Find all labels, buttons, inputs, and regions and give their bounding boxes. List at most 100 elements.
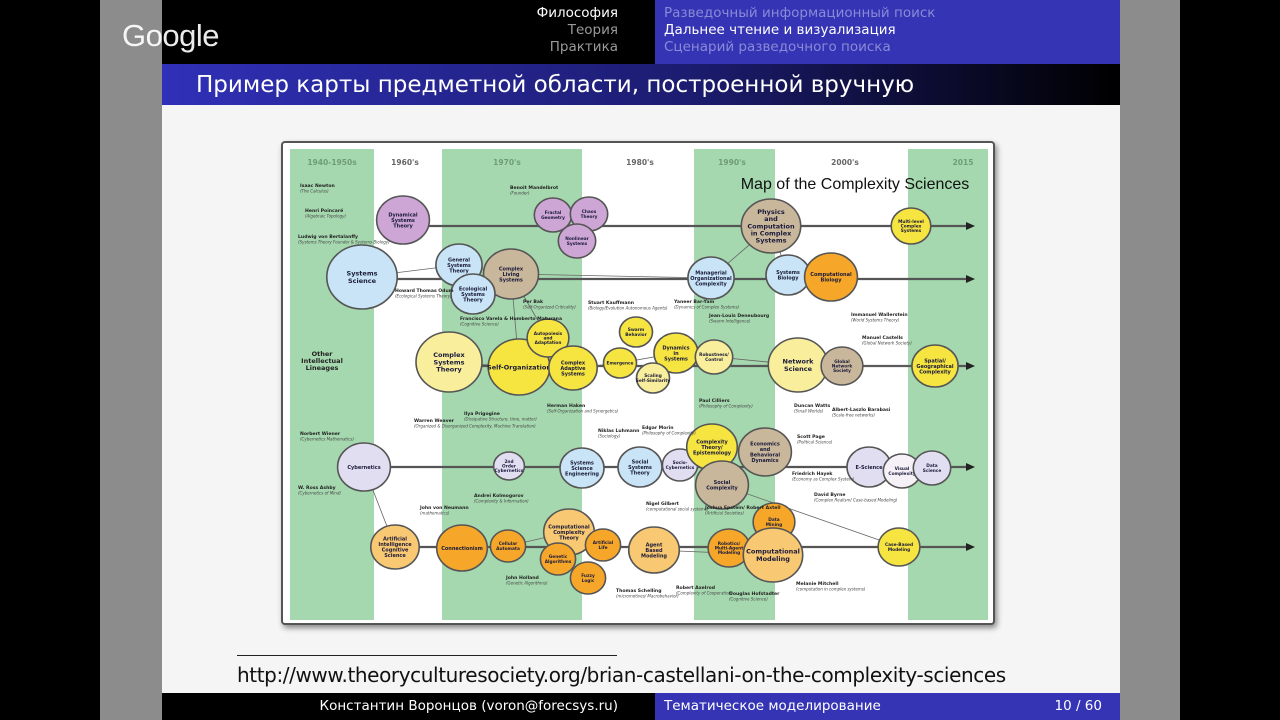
- person-note: (Founder): [510, 191, 530, 196]
- topic-node: [737, 427, 793, 477]
- google-logo: Google: [122, 18, 219, 53]
- person-note: (Cybernetics Mathematics): [300, 437, 354, 442]
- person-name: Andrei Kolmogorov: [474, 493, 524, 499]
- topic-node: [489, 529, 527, 563]
- topic-node: [584, 528, 622, 562]
- person-note: (Cybernetics of Mind): [298, 491, 341, 496]
- topic-node: [569, 561, 607, 595]
- person-note: (Philosophy of Complexity): [699, 404, 753, 409]
- nav-section-practice[interactable]: Практика: [549, 39, 618, 55]
- person-name: Friedrich Hayek: [792, 471, 833, 477]
- subsection-nav: Разведочный информационный поиск Дальнее…: [655, 0, 1120, 64]
- arrowhead-icon: [966, 222, 975, 230]
- topic-node: [687, 256, 735, 300]
- arrowhead-icon: [966, 362, 975, 370]
- person-note: (micromotives/ Macrobehavior): [616, 594, 679, 599]
- person-note: (The Calculus): [300, 189, 329, 194]
- era-label: 1990's: [718, 158, 746, 167]
- person-name: Jean-Louis Deneubourg: [708, 313, 769, 319]
- source-url[interactable]: http://www.theoryculturesociety.org/bria…: [237, 663, 1006, 687]
- nav-subsection-distant-reading[interactable]: Дальнее чтение и визуализация: [664, 22, 896, 38]
- person-name: Nigel Gilbert: [646, 501, 680, 507]
- person-note: (computational social systems): [646, 507, 709, 512]
- era-label: 1940-1950s: [307, 158, 357, 167]
- video-side-panel-left: [100, 0, 162, 720]
- era-label: 2015: [953, 158, 974, 167]
- nav-section-philosophy[interactable]: Философия: [536, 5, 618, 21]
- person-name: Herman Haken: [547, 403, 585, 409]
- topic-node: [539, 542, 577, 576]
- person-note: (Ecological Systems Theory): [395, 294, 452, 299]
- topic-node: [492, 451, 526, 481]
- topic-node: [627, 526, 681, 574]
- topic-node: [912, 450, 952, 486]
- person-name: Robert Axelrod: [676, 585, 715, 591]
- era-label: 1980's: [626, 158, 654, 167]
- person-note: (Genetic Algorithms): [506, 581, 548, 586]
- person-note: (Swarm Intelligence): [709, 319, 751, 324]
- footnote-rule: [237, 655, 617, 656]
- nav-section-theory[interactable]: Теория: [567, 22, 618, 38]
- topic-node-label: Connectionism: [441, 546, 483, 552]
- topic-node: [557, 223, 597, 259]
- topic-node: [803, 252, 859, 302]
- person-note: (Organized & Disorganized Complexity, Ma…: [414, 424, 536, 429]
- person-note: (mathematics): [420, 511, 450, 516]
- topic-node-label: Self-Organization: [487, 363, 551, 371]
- person-name: Joshua Epstein/ Robert Axtell: [704, 505, 781, 511]
- slide: Философия Теория Практика Разведочный ин…: [162, 0, 1120, 720]
- person-name: Niklas Luhmann: [598, 428, 639, 434]
- footer-course-bar: Тематическое моделирование 10 / 60: [655, 693, 1120, 720]
- topic-node: [742, 527, 804, 583]
- person-name: Ilya Prigogine: [464, 411, 500, 417]
- person-name: Duncan Watts: [794, 403, 830, 409]
- person-name: Stuart Kauffmann: [588, 300, 634, 306]
- person-note: (Dissipative Structure, time, matter): [464, 417, 537, 422]
- person-name: Per Bak: [523, 299, 544, 305]
- person-note: (Philosophy of Complexity): [642, 431, 696, 436]
- era-band: [290, 149, 374, 620]
- nav-subsection-search-scenario[interactable]: Сценарий разведочного поиска: [664, 39, 891, 55]
- person-name: Isaac Newton: [300, 183, 335, 189]
- topic-node: [740, 198, 802, 254]
- nav-subsection-exploratory-search[interactable]: Разведочный информационный поиск: [664, 5, 936, 21]
- topic-node: [450, 273, 496, 315]
- topic-node: [877, 527, 921, 567]
- arrowhead-icon: [966, 463, 975, 471]
- topic-node: [694, 339, 734, 375]
- person-name: John Holland: [505, 575, 539, 581]
- era-label: 2000's: [831, 158, 859, 167]
- topic-node: [890, 207, 932, 245]
- topic-node: [325, 244, 398, 310]
- footer-course: Тематическое моделирование: [664, 698, 881, 714]
- topic-node: [375, 195, 431, 245]
- topic-node: [336, 442, 392, 492]
- era-label: 1960's: [391, 158, 419, 167]
- person-name: Albert-Laszlo Barabasi: [832, 407, 891, 413]
- person-name: Melanie Mitchell: [796, 581, 839, 587]
- person-name: Warren Weaver: [414, 418, 455, 424]
- person-name: W. Ross Ashby: [298, 485, 336, 491]
